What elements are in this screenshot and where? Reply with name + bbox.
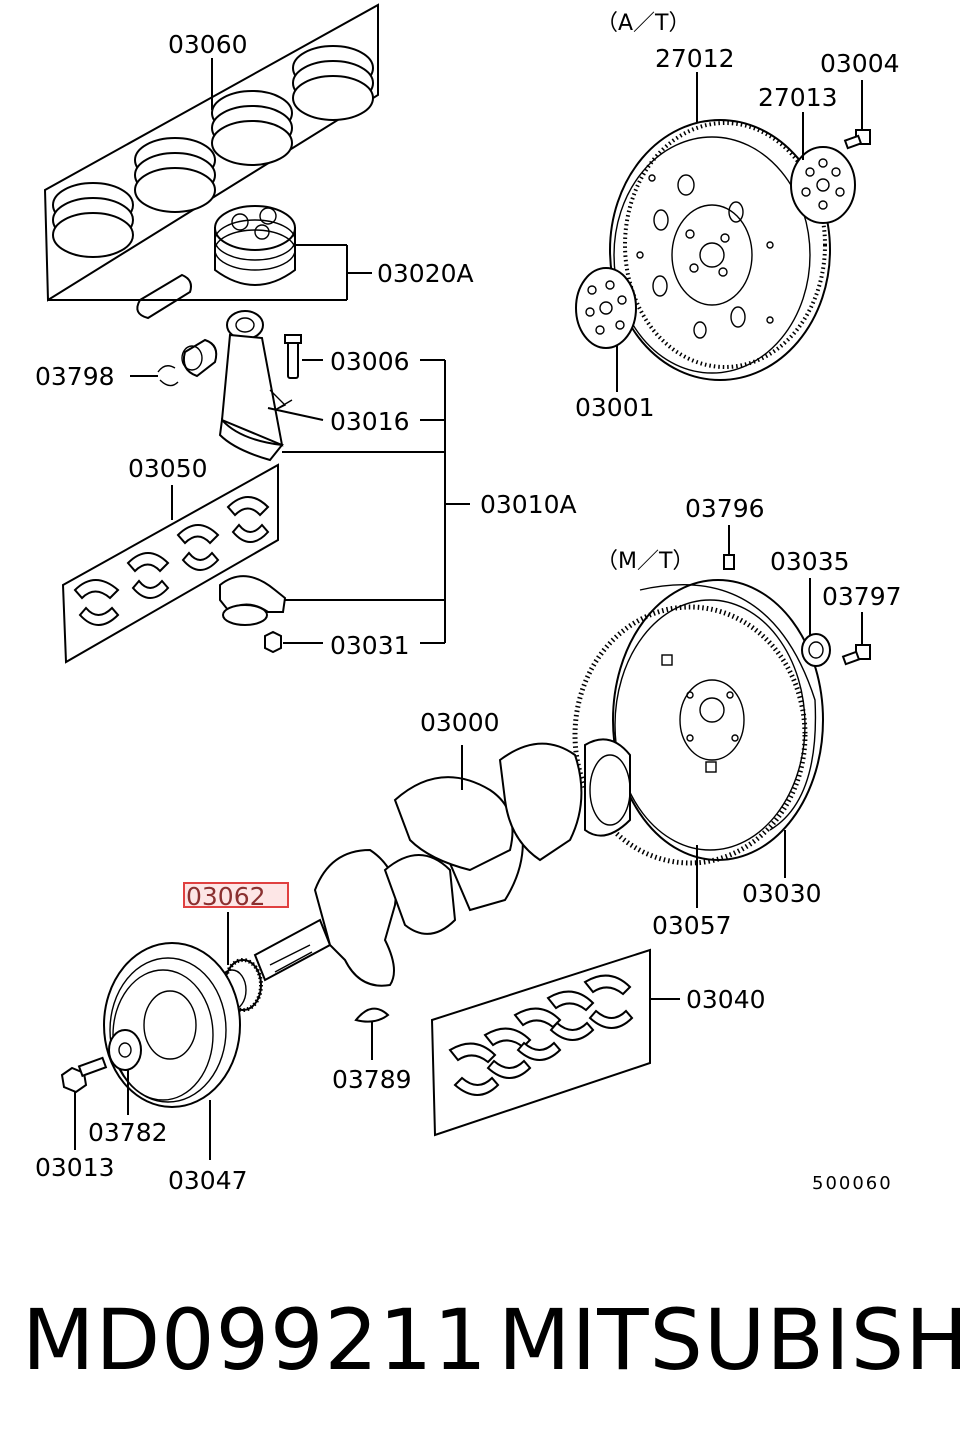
adapter-plate[interactable] <box>575 267 637 392</box>
damper-pulley[interactable] <box>103 942 241 1160</box>
pulley-washer[interactable] <box>108 1029 142 1115</box>
label-03010A[interactable]: 03010A <box>480 490 577 519</box>
part-labels: 03060 03020A 03798 03006 03016 03050 030… <box>35 11 902 1195</box>
drive-plate[interactable] <box>609 72 831 381</box>
pulley-bolt[interactable] <box>60 1056 108 1150</box>
label-03004[interactable]: 03004 <box>820 49 900 78</box>
label-03060[interactable]: 03060 <box>168 30 248 59</box>
label-03796[interactable]: 03796 <box>685 494 765 523</box>
label-03016[interactable]: 03016 <box>330 407 410 436</box>
pilot-bearing[interactable] <box>801 578 831 667</box>
label-03006[interactable]: 03006 <box>330 347 410 376</box>
label-03031[interactable]: 03031 <box>330 631 410 660</box>
label-03047[interactable]: 03047 <box>168 1166 248 1195</box>
leader-lines-rod <box>130 359 470 644</box>
label-03050[interactable]: 03050 <box>128 454 208 483</box>
label-03013[interactable]: 03013 <box>35 1153 115 1182</box>
drive-plate-bolt[interactable] <box>843 80 871 150</box>
brand-name: MITSUBISHI <box>498 1291 960 1389</box>
label-03057[interactable]: 03057 <box>652 911 732 940</box>
rod-cap[interactable] <box>219 575 287 654</box>
label-27013[interactable]: 27013 <box>758 83 838 112</box>
parts-diagram: 03060 03020A 03798 03006 03016 03050 030… <box>35 3 902 1195</box>
flywheel-bolt[interactable] <box>841 612 871 666</box>
piston-ring-set[interactable] <box>43 3 379 302</box>
flywheel[interactable] <box>572 579 824 908</box>
highlight-box-03062 <box>183 882 289 908</box>
label-03020A[interactable]: 03020A <box>377 259 474 288</box>
label-mt: （M／T） <box>596 549 694 574</box>
label-03040[interactable]: 03040 <box>686 985 766 1014</box>
label-27012[interactable]: 27012 <box>655 44 735 73</box>
label-03798[interactable]: 03798 <box>35 362 115 391</box>
label-03789[interactable]: 03789 <box>332 1065 412 1094</box>
part-number: MD099211 <box>22 1291 488 1389</box>
label-03030[interactable]: 03030 <box>742 879 822 908</box>
label-03001[interactable]: 03001 <box>575 393 655 422</box>
label-03035[interactable]: 03035 <box>770 547 850 576</box>
label-03797[interactable]: 03797 <box>822 582 902 611</box>
connecting-rod[interactable] <box>157 310 302 462</box>
label-03782[interactable]: 03782 <box>88 1118 168 1147</box>
main-bearing-set[interactable] <box>430 948 680 1137</box>
label-at: （A／T） <box>596 11 691 36</box>
label-03000[interactable]: 03000 <box>420 708 500 737</box>
piston[interactable] <box>48 205 372 320</box>
crankshaft[interactable] <box>253 738 631 987</box>
reinforcement-plate[interactable] <box>790 112 856 224</box>
flywheel-pin[interactable] <box>723 525 735 570</box>
woodruff-key[interactable] <box>354 1007 390 1060</box>
footer: MD099211 MITSUBISHI <box>0 1285 960 1395</box>
con-rod-bearing-set[interactable] <box>61 463 279 664</box>
label-03062[interactable]: 03062 <box>186 882 266 911</box>
diagram-code: 500060 <box>812 1173 893 1194</box>
